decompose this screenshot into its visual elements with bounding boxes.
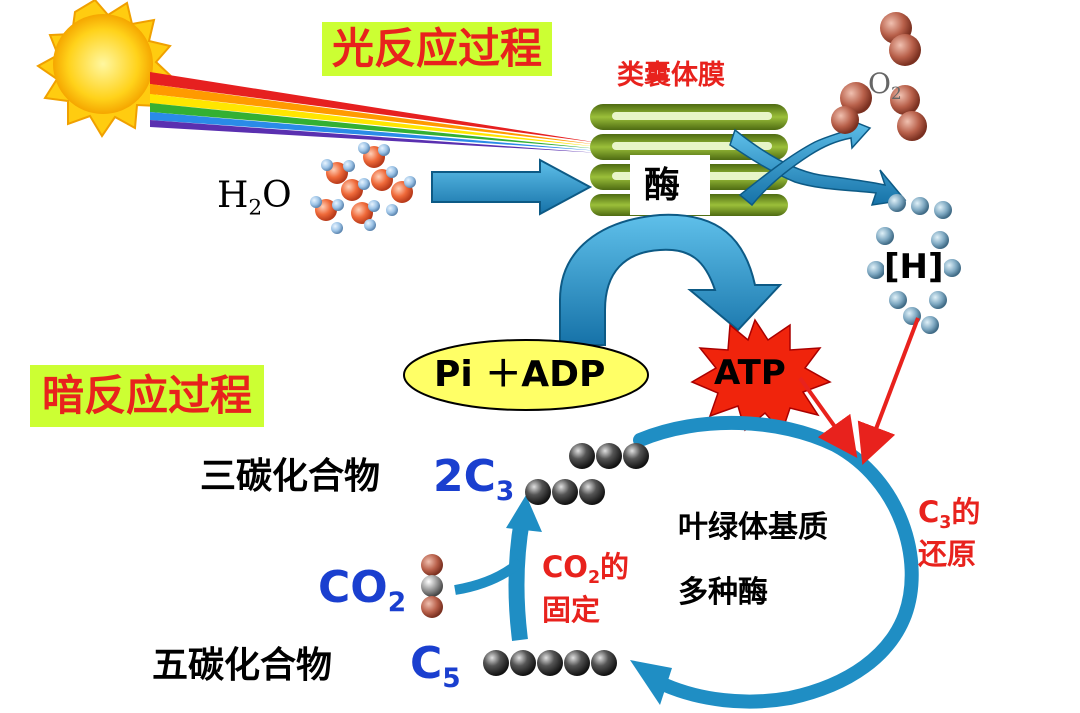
- co2-main: CO: [318, 562, 388, 613]
- pi-adp-ellipse: [403, 339, 649, 411]
- atp-label: ATP: [714, 353, 786, 393]
- co2-fixation-label-1: CO2的: [542, 553, 629, 587]
- hydrogen-particles: [867, 194, 961, 334]
- water-arrow: [431, 158, 593, 216]
- calvin-cycle-ring: [454, 415, 919, 709]
- h2o-tail: O: [262, 175, 292, 216]
- atp-red-arrow: [798, 376, 858, 459]
- h-label: [H]: [884, 247, 944, 287]
- enzyme-label: 酶: [644, 165, 681, 206]
- thylakoid-label: 类囊体膜: [617, 60, 725, 91]
- c3-formula: 2C3: [433, 455, 514, 506]
- light-rays: [150, 72, 600, 153]
- c5-name-label: 五碳化合物: [152, 645, 333, 686]
- c3-formula-main: 2C: [433, 451, 496, 502]
- co2-molecule: [421, 554, 443, 618]
- c5-formula-main: C: [410, 638, 443, 689]
- split-arrows: [729, 116, 907, 207]
- c3-name-label: 三碳化合物: [200, 456, 381, 497]
- c3-molecules: [525, 443, 649, 505]
- pi-adp-label: Pi ＋ADP: [434, 354, 606, 395]
- co2-label: CO2: [318, 566, 406, 617]
- enzyme-box: [630, 155, 710, 215]
- fix-main: CO: [542, 550, 588, 584]
- oxygen-molecules: [831, 12, 927, 141]
- c3-reduction-label-2: 还原: [918, 537, 977, 571]
- h2o-label: H2O: [217, 178, 292, 219]
- dark-reaction-title: 暗反应过程: [30, 365, 265, 427]
- c3-reduction-label-1: C3的: [918, 498, 980, 532]
- o2-label: O2: [868, 70, 902, 102]
- red-tail: 的: [951, 495, 981, 529]
- light-reaction-title: 光反应过程: [322, 22, 553, 76]
- co2-sub: 2: [387, 587, 407, 619]
- red-sub: 3: [939, 513, 952, 534]
- o2-main: O: [868, 67, 891, 100]
- h2o-sub: 2: [248, 195, 263, 221]
- c5-formula: C5: [410, 642, 461, 693]
- c5-molecules: [483, 650, 617, 676]
- red-main: C: [918, 495, 940, 529]
- atp-starburst: [690, 318, 832, 434]
- h-red-arrow: [857, 317, 920, 465]
- fix-sub: 2: [587, 568, 601, 589]
- enzymes-label: 多种酶: [678, 575, 768, 610]
- c5-formula-sub: 5: [442, 663, 461, 695]
- atp-synthesis-arrow: [559, 213, 783, 346]
- fix-tail: 的: [600, 550, 630, 584]
- c3-formula-sub: 3: [495, 476, 515, 508]
- water-molecules: [310, 142, 416, 234]
- h2o-main: H: [217, 175, 249, 216]
- stroma-label: 叶绿体基质: [678, 510, 828, 545]
- co2-fixation-label-2: 固定: [542, 593, 601, 627]
- sun-icon: [36, 0, 174, 138]
- o2-sub: 2: [890, 82, 902, 103]
